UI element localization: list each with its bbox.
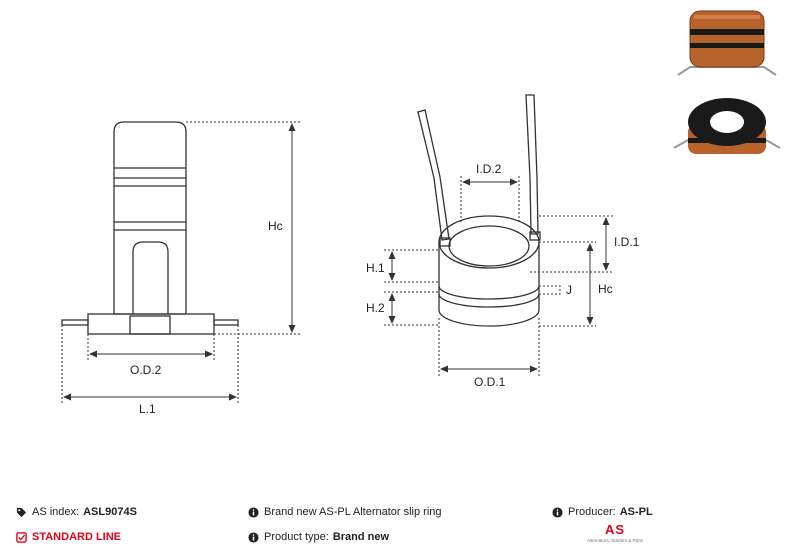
od2-label: O.D.2	[130, 363, 162, 377]
check-square-icon	[16, 531, 27, 543]
side-view-body	[113, 121, 187, 315]
logo-tagline: Alternators, Starters & Parts	[586, 538, 644, 543]
info-icon	[552, 506, 563, 518]
standard-line-label: STANDARD LINE	[32, 531, 122, 543]
od1-label: O.D.1	[474, 375, 506, 389]
standard-line-row: STANDARD LINE	[16, 531, 121, 543]
side-view-flange	[87, 313, 215, 335]
product-photo-side	[668, 5, 786, 81]
hc-right-label: Hc	[598, 282, 613, 296]
perspective-view-dimensions	[384, 176, 614, 376]
as-index-label: AS index:	[32, 506, 80, 518]
info-icon	[248, 506, 259, 518]
right-lead-wire	[525, 94, 539, 235]
technical-drawing: Hc O.D.2 L.1 I.D.2 I.D.1 H.1	[61, 94, 640, 416]
product-info-footer: AS index: ASL9074S STANDARD LINE Brand n…	[0, 498, 800, 550]
h2-label: H.2	[366, 301, 385, 315]
side-view-right-lead	[213, 319, 239, 326]
producer-value: AS-PL	[619, 506, 653, 518]
id1-label: I.D.1	[614, 235, 640, 249]
j-label: J	[566, 283, 572, 297]
as-index-value: ASL9074S	[83, 506, 137, 518]
description-text: Brand new AS-PL Alternator slip ring	[264, 506, 442, 518]
side-view	[61, 121, 239, 335]
product-photo-top	[668, 84, 786, 160]
hc-left-label: Hc	[268, 219, 283, 233]
side-view-slot	[132, 241, 169, 314]
side-view-left-lead	[61, 319, 89, 326]
perspective-view	[417, 94, 541, 327]
description-row: Brand new AS-PL Alternator slip ring	[248, 506, 442, 518]
ring-bore	[448, 225, 530, 267]
l1-label: L.1	[139, 402, 156, 416]
producer-row: Producer: AS-PL	[552, 506, 653, 518]
info-icon	[248, 531, 259, 543]
as-pl-logo: AS Alternators, Starters & Parts	[570, 522, 660, 550]
as-index-row: AS index: ASL9074S	[16, 506, 137, 518]
tag-icon	[16, 507, 27, 517]
h1-label: H.1	[366, 261, 385, 275]
left-lead-wire	[417, 109, 450, 241]
logo-mark: AS	[604, 522, 626, 537]
id2-label: I.D.2	[476, 162, 502, 176]
product-type-label: Product type:	[264, 531, 329, 543]
j-dimension-line	[539, 285, 561, 295]
ring-top	[438, 215, 540, 269]
ring-body	[438, 242, 540, 327]
product-type-value: Brand new	[332, 531, 390, 543]
product-type-row: Product type: Brand new	[248, 531, 389, 543]
side-view-dimensions	[61, 121, 300, 404]
producer-label: Producer:	[568, 506, 616, 518]
